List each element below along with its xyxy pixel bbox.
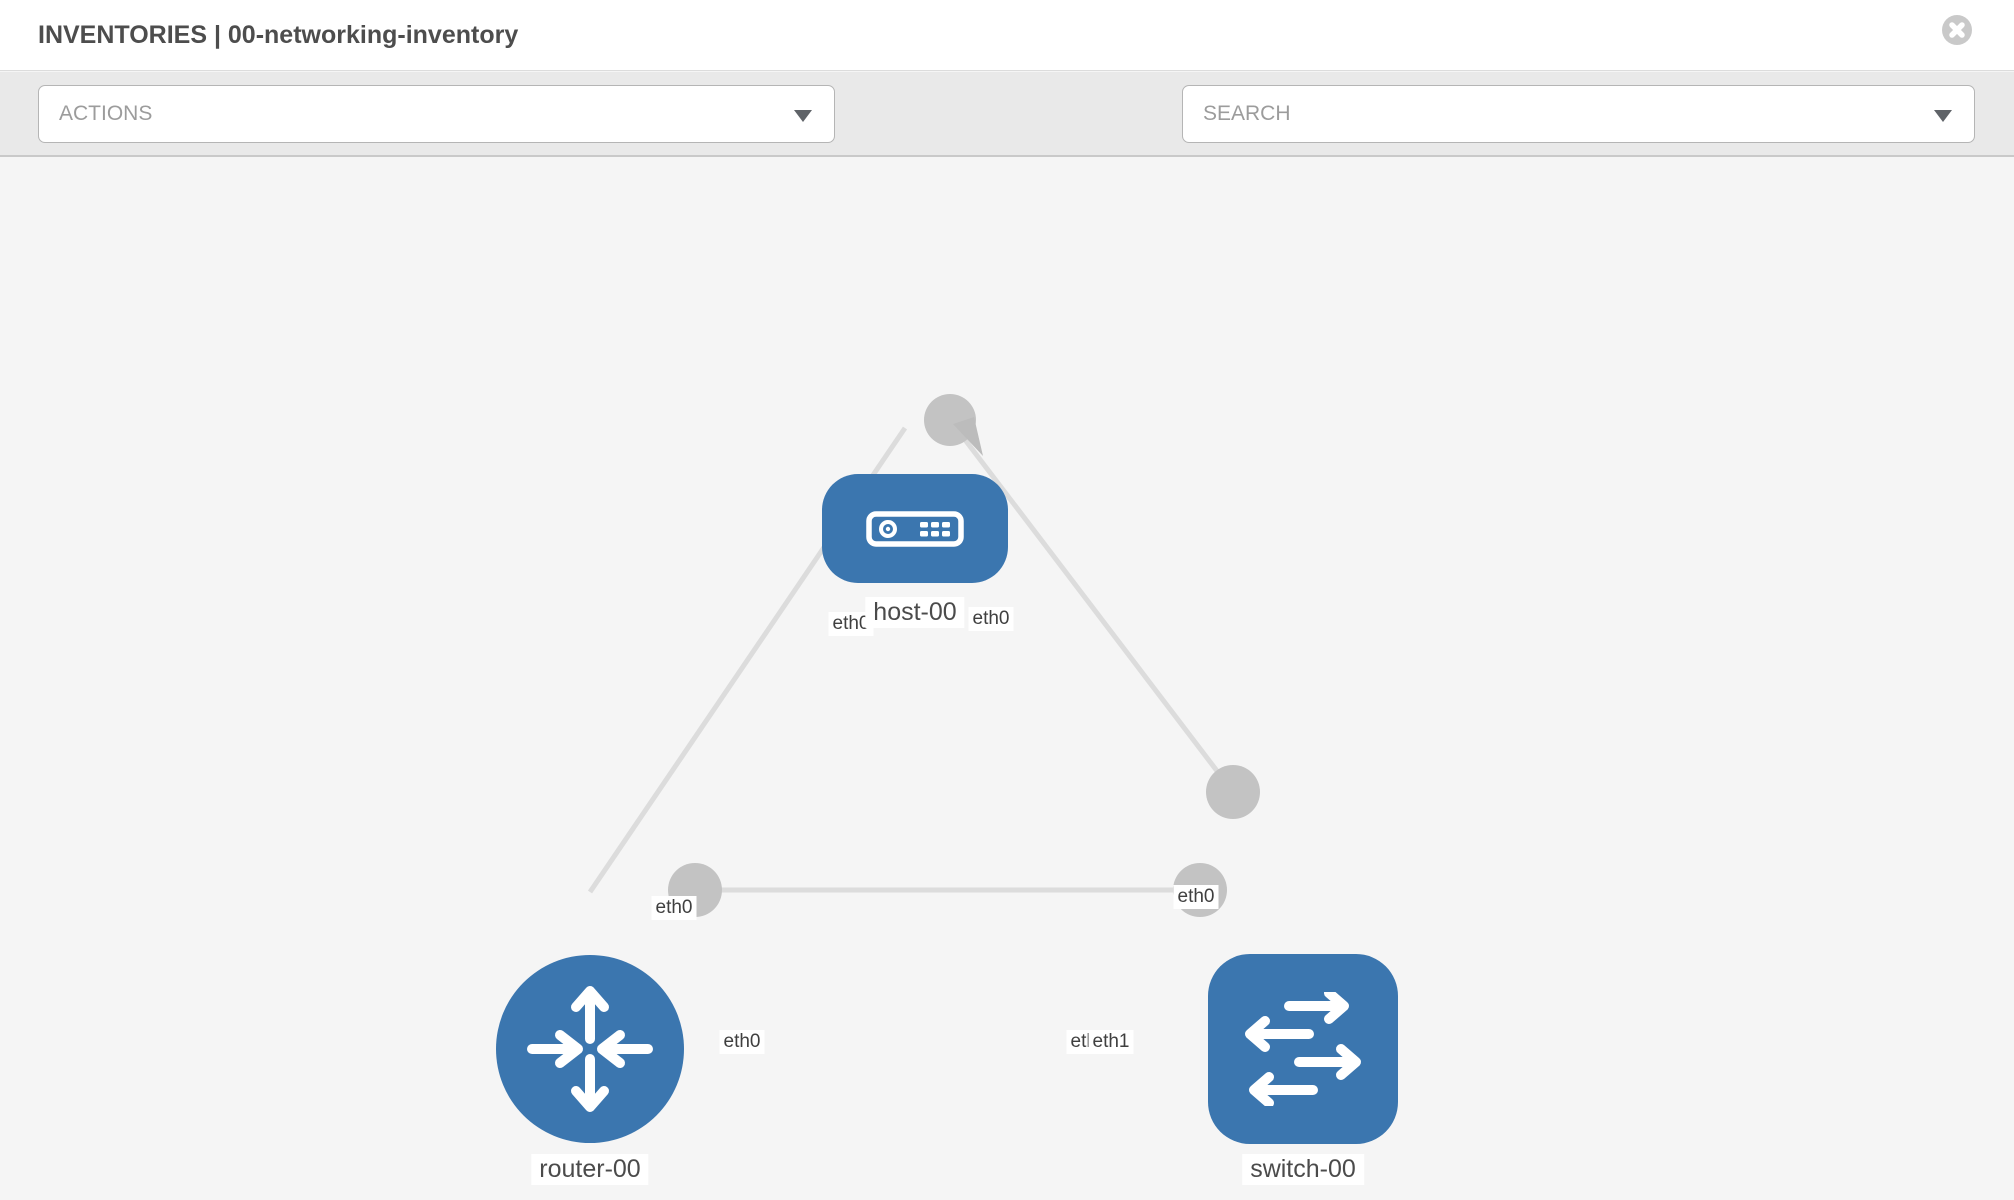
node-label-switch: switch-00 <box>1242 1154 1364 1185</box>
chevron-down-icon <box>1934 110 1952 122</box>
router-icon <box>527 986 653 1112</box>
port-label-router-eth0: eth0 <box>719 1030 765 1054</box>
node-label-router: router-00 <box>531 1154 649 1185</box>
edge-layer <box>587 394 1260 917</box>
actions-dropdown[interactable]: ACTIONS <box>38 85 835 143</box>
topology-canvas[interactable]: host-00 router-00 switch-00 eth0 eth0 et… <box>0 157 2014 1200</box>
toolbar: ACTIONS SEARCH <box>0 72 2014 203</box>
search-dropdown-label: SEARCH <box>1203 102 1291 125</box>
page-title: INVENTORIES | 00-networking-inventory <box>38 21 519 49</box>
close-icon[interactable] <box>1942 15 1972 45</box>
actions-dropdown-label: ACTIONS <box>59 102 153 125</box>
interface-dot-host-eth0 <box>924 394 976 446</box>
host-icon <box>866 510 964 547</box>
interface-dot-switch-eth0 <box>1206 765 1260 819</box>
node-label-host: host-00 <box>865 597 965 628</box>
node-router-00[interactable] <box>496 955 684 1143</box>
node-host-00[interactable] <box>822 474 1008 583</box>
window-header: INVENTORIES | 00-networking-inventory <box>0 0 2014 71</box>
node-switch-00[interactable] <box>1208 954 1398 1144</box>
port-label-switch-eth0: eth0 <box>1173 885 1219 909</box>
search-dropdown[interactable]: SEARCH <box>1182 85 1975 143</box>
interface-wedge-host <box>953 417 983 456</box>
chevron-down-icon <box>794 110 812 122</box>
link-host-switch <box>948 418 1235 794</box>
port-label-host-eth0-right: eth0 <box>968 607 1014 631</box>
port-label-switch-eth1: eth1 <box>1088 1030 1134 1054</box>
switch-icon <box>1245 992 1361 1106</box>
port-label-router-eth0-up: eth0 <box>651 896 697 920</box>
